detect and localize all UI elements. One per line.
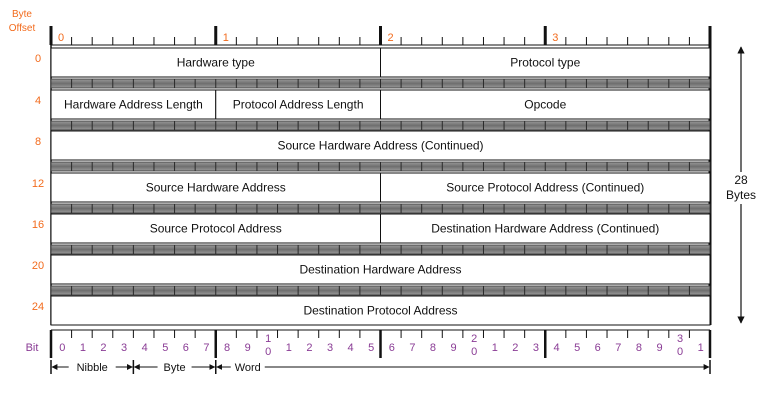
bit-number: 2 <box>306 342 312 354</box>
field-box <box>380 47 711 78</box>
field-box <box>50 254 711 285</box>
bit-number: 7 <box>409 342 415 354</box>
bit-number: 1 <box>698 342 704 354</box>
bit-number: 9 <box>656 342 662 354</box>
bit-number: 4 <box>142 342 148 354</box>
byte-offset: 8 <box>35 136 41 148</box>
field-box <box>50 47 381 78</box>
bit-number: 0 <box>265 346 271 358</box>
byte-offset: 24 <box>32 301 44 313</box>
bit-number: 1 <box>265 333 271 345</box>
field-label: Source Hardware Address <box>146 181 286 195</box>
unit-label: Byte <box>164 362 186 374</box>
bit-number: 7 <box>615 342 621 354</box>
unit-label-bg <box>157 360 192 374</box>
field-label: Source Protocol Address <box>150 222 282 236</box>
field-label: Source Hardware Address (Continued) <box>277 139 483 153</box>
field-label: Destination Hardware Address <box>299 263 461 277</box>
bit-number: 1 <box>80 342 86 354</box>
bit-number: 4 <box>553 342 559 354</box>
bit-number: 8 <box>430 342 436 354</box>
field-label: Destination Protocol Address <box>303 304 457 318</box>
bit-number: 4 <box>348 342 354 354</box>
unit-span: Byte <box>133 360 217 374</box>
unit-span: Word <box>216 360 711 374</box>
byte-offset: 12 <box>32 178 44 190</box>
bit-number: 0 <box>471 346 477 358</box>
field-label: Hardware type <box>177 56 255 70</box>
unit-label: Nibble <box>77 362 108 374</box>
bit-number: 0 <box>59 342 65 354</box>
bit-axis-label: Bit <box>26 342 39 354</box>
bit-number: 3 <box>533 342 539 354</box>
field-label: Opcode <box>524 98 566 112</box>
ruler-number: 3 <box>552 32 558 44</box>
ruler-number: 0 <box>58 32 64 44</box>
bit-number: 8 <box>636 342 642 354</box>
field-box <box>50 172 381 203</box>
field-label: Destination Hardware Address (Continued) <box>431 222 659 236</box>
packet-row: 24 Destination Protocol Address <box>32 295 711 326</box>
byte-offset-label-line2: Offset <box>9 23 36 34</box>
field-box <box>50 295 711 326</box>
unit-scale: Nibble Byte Word <box>50 360 711 374</box>
packet-row: 8 Source Hardware Address (Continued) <box>35 130 711 172</box>
unit-label-bg <box>230 360 265 374</box>
bit-number: 2 <box>100 342 106 354</box>
byte-offset: 4 <box>35 95 41 107</box>
size-annotation-unit: Bytes <box>726 188 756 202</box>
bit-number: 9 <box>451 342 457 354</box>
field-label: Hardware Address Length <box>64 98 203 112</box>
ruler-number: 1 <box>223 32 229 44</box>
field-label: Protocol type <box>510 56 580 70</box>
unit-span: Nibble <box>51 360 135 374</box>
packet-row: 16 Source Protocol Address Destination Har… <box>32 213 711 255</box>
packet-row: 20 Destination Hardware Address <box>32 254 711 296</box>
byte-offset: 20 <box>32 260 44 272</box>
packet-row: 0 Hardware type Protocol type <box>35 47 711 89</box>
field-box <box>380 172 711 203</box>
bit-number: 8 <box>224 342 230 354</box>
bit-number: 1 <box>286 342 292 354</box>
bit-number: 3 <box>677 333 683 345</box>
bit-number: 7 <box>203 342 209 354</box>
ruler-number: 2 <box>388 32 394 44</box>
byte-offset: 16 <box>32 219 44 231</box>
field-label: Source Protocol Address (Continued) <box>446 181 644 195</box>
bit-number: 5 <box>574 342 580 354</box>
bit-number: 1 <box>492 342 498 354</box>
bit-number: 6 <box>389 342 395 354</box>
bit-number: 6 <box>183 342 189 354</box>
bit-number: 5 <box>368 342 374 354</box>
packet-row: 4 Hardware Address Length Protocol Address… <box>35 89 711 131</box>
size-annotation: 28 Bytes <box>720 46 762 324</box>
bit-number: 5 <box>162 342 168 354</box>
bit-number: 3 <box>121 342 127 354</box>
packet-row: 12 Source Hardware Address Source Protocol… <box>32 172 711 214</box>
field-label: Protocol Address Length <box>233 98 364 112</box>
field-box <box>50 130 711 161</box>
unit-label: Word <box>235 362 261 374</box>
bit-number: 9 <box>245 342 251 354</box>
bit-number: 2 <box>512 342 518 354</box>
bit-number: 6 <box>595 342 601 354</box>
field-box <box>50 89 217 120</box>
field-box <box>215 89 381 120</box>
byte-ruler: 0 1 2 3 <box>49 26 712 46</box>
field-box <box>380 213 711 244</box>
byte-offset-label-line1: Byte <box>12 9 32 20</box>
bit-number: 0 <box>677 346 683 358</box>
bit-number: 3 <box>327 342 333 354</box>
byte-offset: 0 <box>35 53 41 65</box>
unit-label-bg <box>68 360 116 374</box>
field-box <box>380 89 711 120</box>
size-annotation-number: 28 <box>734 173 748 187</box>
bit-number: 2 <box>471 333 477 345</box>
